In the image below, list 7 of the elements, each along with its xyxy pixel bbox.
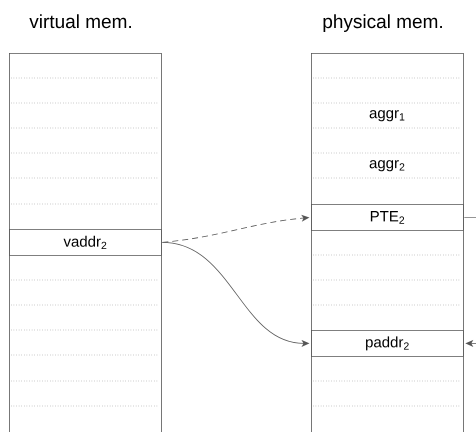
node-label: physical mem. bbox=[324, 14, 442, 32]
cell-label: aggr$_{2}$ bbox=[370, 160, 404, 172]
node-label: virtual mem. bbox=[29, 14, 131, 28]
memory-cell: paddr$_{2}$ bbox=[311, 330, 464, 357]
cell-label: aggr$_{1}$ bbox=[370, 110, 404, 122]
memory-cell: PTE$_{2}$ bbox=[311, 204, 464, 231]
memory-cell: vaddr$_{2}$ bbox=[9, 229, 162, 256]
